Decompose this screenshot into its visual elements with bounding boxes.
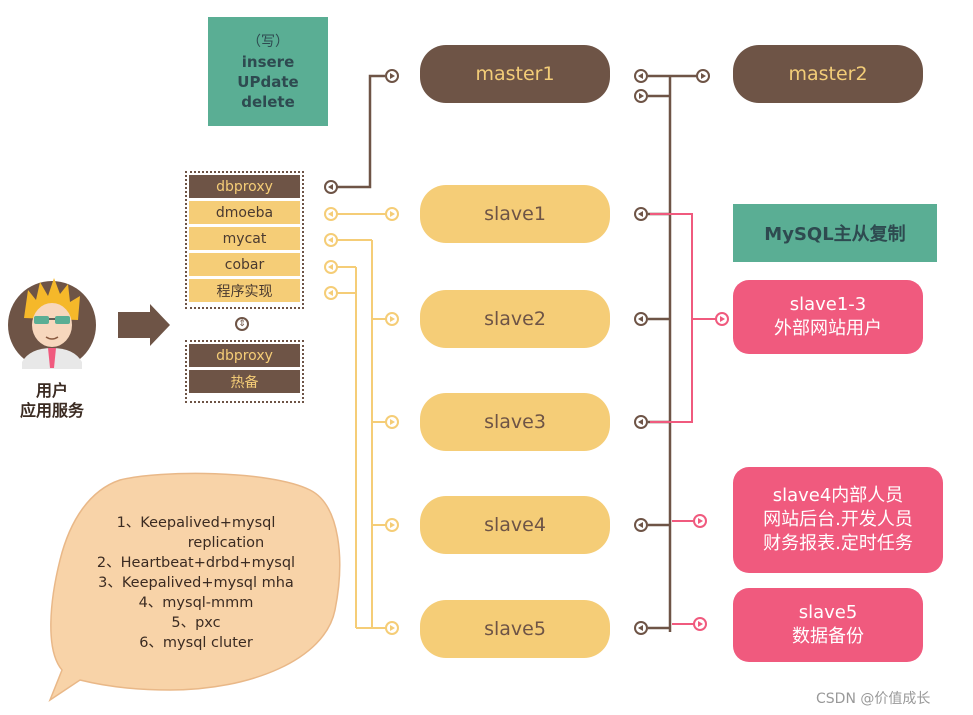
role-line: 财务报表.定时任务: [763, 533, 913, 554]
user-label-line2: 应用服务: [19, 401, 84, 420]
proxy-backup-group: dbproxy 热备: [185, 340, 304, 403]
proxy-item-cobar: cobar: [189, 253, 300, 276]
delete-op: delete: [241, 92, 295, 111]
update-op: UPdate: [237, 72, 299, 91]
write-operations-box: （写） insere UPdate delete: [208, 17, 328, 126]
proxy-item-dbproxy: dbproxy: [189, 175, 300, 198]
ha-solution-item: 2、Heartbeat+drbd+mysql: [96, 555, 296, 571]
proxy-item-mycat: mycat: [189, 227, 300, 250]
ha-solution-item: replication: [187, 535, 265, 551]
role-line: 网站后台.开发人员: [763, 509, 913, 530]
speech-bubble: [48, 472, 341, 702]
proxy-backup-dbproxy: dbproxy: [189, 344, 300, 367]
role-box-internal: slave4内部人员 网站后台.开发人员 财务报表.定时任务: [733, 467, 943, 573]
right-arrow-icon: [118, 304, 170, 346]
ha-solution-item: 4、mysql-mmm: [138, 595, 254, 611]
role-line: slave1-3: [789, 294, 867, 315]
ha-solutions-list: 1、Keepalived+mysql replication 2、Heartbe…: [62, 513, 330, 653]
proxy-item-program: 程序实现: [189, 279, 300, 302]
user-label-line1: 用户: [35, 381, 68, 400]
up-down-arrow-icon: ⇕: [235, 317, 249, 331]
role-box-backup: slave5 数据备份: [733, 588, 923, 662]
slave4-node: slave4: [420, 496, 610, 554]
master2-node: master2: [733, 45, 923, 103]
write-label: （写）: [247, 33, 289, 50]
ha-solution-item: 6、mysql cluter: [139, 635, 253, 651]
proxy-list-group: dbproxy dmoeba mycat cobar 程序实现: [185, 171, 304, 309]
proxy-backup-hot: 热备: [189, 370, 300, 393]
insert-op: insere: [241, 52, 295, 71]
role-box-external: slave1-3 外部网站用户: [733, 280, 923, 354]
ha-solution-item: 5、pxc: [171, 615, 221, 631]
replication-legend: MySQL主从复制: [733, 204, 937, 262]
slave1-node: slave1: [420, 185, 610, 243]
watermark: CSDN @价值成长: [816, 691, 931, 707]
ha-solution-item: 1、Keepalived+mysql: [116, 515, 276, 531]
role-line: slave4内部人员: [772, 485, 904, 506]
role-line: 数据备份: [792, 626, 864, 647]
proxy-item-dmoeba: dmoeba: [189, 201, 300, 224]
user-label: 用户 应用服务: [2, 381, 102, 421]
master1-node: master1: [420, 45, 610, 103]
slave3-node: slave3: [420, 393, 610, 451]
role-line: 外部网站用户: [774, 318, 882, 339]
ha-solution-item: 3、Keepalived+mysql mha: [98, 575, 294, 591]
slave2-node: slave2: [420, 290, 610, 348]
user-avatar-icon: [8, 278, 96, 369]
slave5-node: slave5: [420, 600, 610, 658]
role-line: slave5: [798, 602, 858, 623]
